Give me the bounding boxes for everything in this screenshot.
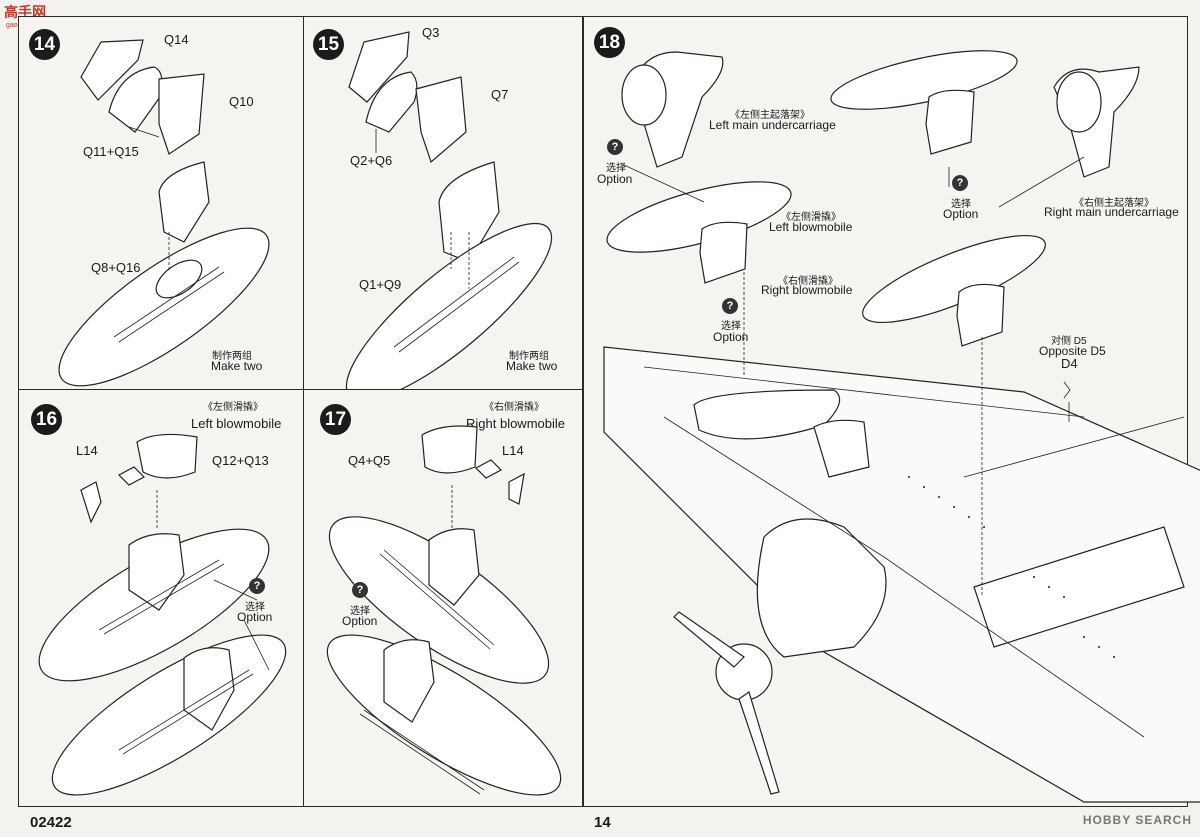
option-cn: 选择 [245, 602, 265, 613]
option-icon: ? [952, 175, 968, 191]
option-cn: 选择 [951, 199, 971, 210]
title-en: Right blowmobile [466, 416, 565, 431]
option-en: Option [342, 614, 378, 628]
option-icon: ? [722, 298, 738, 314]
title-en: Left blowmobile [191, 416, 282, 431]
step-15-panel: 15 Q3 Q7 Q2+Q6 Q1+Q9 制作两组 Make two [303, 16, 583, 402]
part-label: Q12+Q13 [212, 453, 269, 468]
part-label: L14 [76, 443, 98, 458]
step-16-number: 16 [31, 404, 62, 435]
option-en: Option [943, 207, 979, 221]
option-icon: ? [352, 582, 368, 598]
right-main-en: Right main undercarriage [1044, 205, 1179, 219]
part-label: Q1+Q9 [359, 277, 402, 292]
left-blow-en: Left blowmobile [769, 220, 853, 234]
step-16-drawing [38, 433, 287, 796]
part-label: Q10 [229, 94, 254, 109]
part-label: Q7 [491, 87, 509, 102]
left-main-cn: 《左侧主起落架》 [730, 110, 810, 121]
step-18-drawing [603, 50, 1200, 803]
step-14-drawing [58, 39, 270, 387]
step-14-panel: 14 Q14 Q10 Q11+Q15 Q8+Q16 制作两组 Make two [18, 16, 304, 390]
part-label: Q8+Q16 [91, 260, 141, 275]
part-label: Q3 [422, 25, 440, 40]
right-main-cn: 《右侧主起落架》 [1074, 198, 1154, 209]
left-blow-cn: 《左侧滑撬》 [781, 212, 841, 223]
right-blow-cn: 《右侧滑撬》 [778, 276, 838, 287]
page-number: 14 [594, 814, 611, 831]
step-18-number: 18 [594, 27, 625, 58]
title-cn: 《左侧滑撬》 [203, 402, 263, 413]
option-en: Option [713, 330, 749, 344]
option-en: Option [597, 172, 633, 186]
step-14-number: 14 [29, 29, 60, 60]
note-cn: 制作两组 [212, 351, 252, 362]
part-label: Q2+Q6 [350, 153, 393, 168]
step-15-drawing [345, 31, 553, 402]
step-15-number: 15 [313, 29, 344, 60]
option-cn: 选择 [350, 606, 370, 617]
hobby-search-logo: HOBBY SEARCH [1082, 813, 1192, 827]
part-label: Q4+Q5 [348, 453, 391, 468]
note-en: Make two [211, 359, 263, 373]
note-cn: 制作两组 [509, 351, 549, 362]
step-18-panel: 18 [583, 16, 1200, 807]
step-17-number: 17 [320, 404, 351, 435]
note-en: Make two [506, 359, 558, 373]
opposite-en: Opposite D5 [1039, 344, 1106, 358]
product-code: 02422 [30, 814, 72, 831]
part-label: Q11+Q15 [83, 144, 139, 159]
step-17-drawing [326, 425, 562, 796]
right-blow-en: Right blowmobile [761, 283, 853, 297]
option-icon: ? [249, 578, 265, 594]
step-17-panel: 17 《右侧滑撬》 Right blowmobile Q4+Q5 L14 ? 选… [303, 389, 583, 807]
left-main-en: Left main undercarriage [709, 118, 836, 132]
option-icon: ? [607, 139, 623, 155]
option-cn: 选择 [721, 321, 741, 332]
option-cn: 选择 [606, 163, 626, 174]
title-cn: 《右侧滑撬》 [484, 402, 544, 413]
part-d4: D4 [1061, 356, 1078, 371]
part-label: Q14 [164, 32, 189, 47]
option-en: Option [237, 610, 273, 624]
opposite-cn: 对侧 D5 [1051, 336, 1087, 347]
step-16-panel: 16 《左侧滑撬》 Left blowmobile L14 Q12+Q13 ? … [18, 389, 304, 807]
part-label: L14 [502, 443, 524, 458]
